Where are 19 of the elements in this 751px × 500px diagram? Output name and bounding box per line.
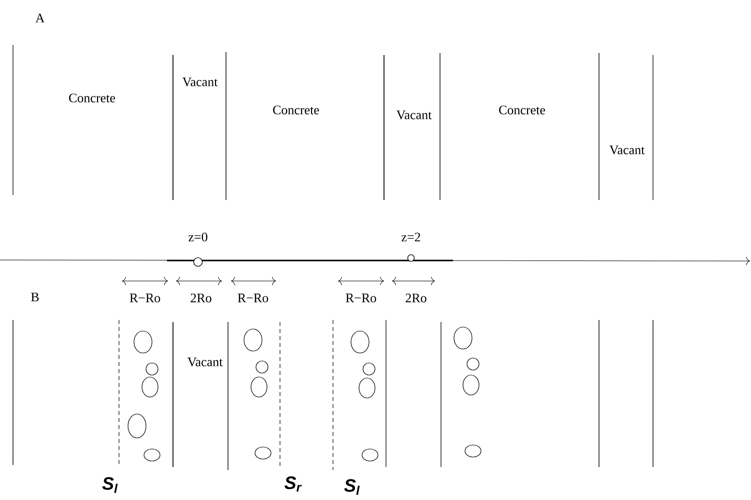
region-label: Concrete (499, 106, 546, 114)
region-label: R−Ro (346, 294, 376, 302)
region-label: 2Ro (406, 294, 426, 302)
region-label: R−Ro (130, 294, 160, 302)
region-label: Vacant (396, 110, 432, 120)
region-label: z=0 (188, 232, 208, 242)
region-label: R−Ro (238, 294, 268, 302)
region-label: Concrete (273, 106, 320, 114)
panel-label: B (31, 292, 39, 302)
region-label: Concrete (69, 94, 116, 102)
region-label: Vacant (187, 358, 223, 366)
region-label: 2Ro (190, 294, 212, 302)
surface-label: S$_{l}$ (102, 477, 118, 493)
surface-label: S$_{l}$ (344, 479, 360, 495)
region-label: Vacant (609, 146, 645, 154)
region-label: z=2 (402, 232, 420, 242)
surface-label: S$_{r}$ (284, 476, 302, 492)
panel-label: A (35, 14, 45, 22)
region-label: Vacant (182, 78, 218, 86)
